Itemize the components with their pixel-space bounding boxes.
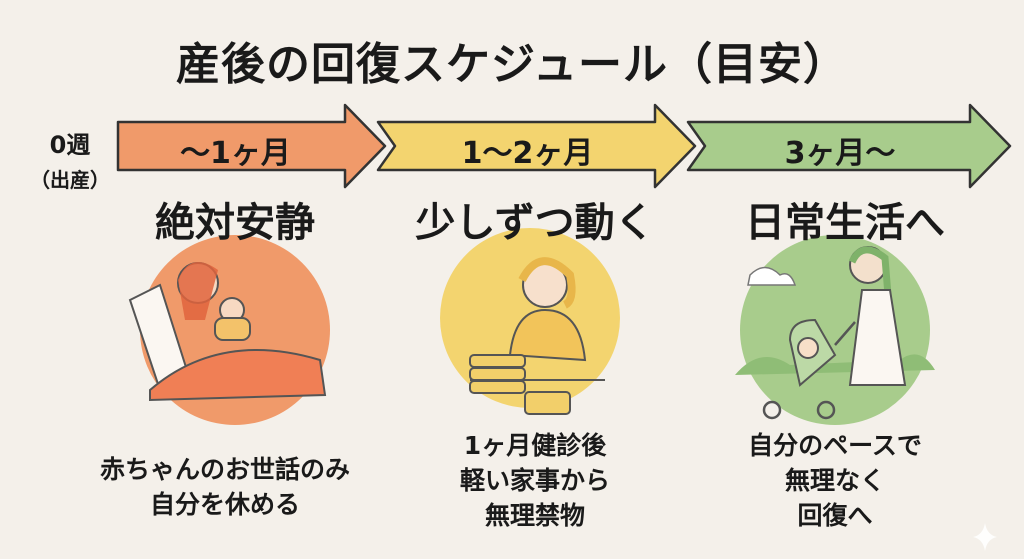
- desc-line: 自分を休める: [149, 490, 300, 519]
- desc-line: 回復へ: [797, 501, 873, 530]
- stroller-walk-illustration: [735, 235, 935, 425]
- page-title: 産後の回復スケジュール（目安）: [176, 39, 848, 90]
- desc-line: 軽い家事から: [459, 466, 610, 495]
- start-week: 0週: [49, 131, 91, 159]
- stage-3-description: 自分のペースで 無理なく 回復へ: [700, 428, 970, 533]
- stage-1-phase: 絶対安静: [155, 200, 315, 246]
- start-marker: 0週 （出産）: [20, 125, 120, 193]
- desc-line: 自分のペースで: [748, 431, 922, 460]
- stage-2-period: 1〜2ヶ月: [461, 136, 594, 171]
- timeline-arrow-1: [116, 103, 387, 189]
- stage-3-phase: 日常生活へ: [745, 200, 945, 246]
- stage-2-phase: 少しずつ動く: [415, 200, 655, 246]
- desc-line: 赤ちゃんのお世話のみ: [99, 455, 350, 484]
- light-housework-illustration: [440, 228, 620, 415]
- stage-2-description: 1ヶ月健診後 軽い家事から 無理禁物: [400, 428, 670, 533]
- resting-mother-illustration: [128, 235, 330, 425]
- desc-line: 無理禁物: [484, 501, 585, 530]
- sparkle-icon: [973, 523, 997, 551]
- stage-3-period: 3ヶ月〜: [784, 136, 896, 171]
- stage-1-description: 赤ちゃんのお世話のみ 自分を休める: [40, 452, 410, 522]
- start-birth: （出産）: [30, 168, 110, 192]
- desc-line: 無理なく: [784, 466, 885, 495]
- timeline-arrow-2: [376, 103, 697, 189]
- stage-1-period: 〜1ヶ月: [180, 136, 291, 171]
- timeline-arrow-3: [686, 103, 1012, 189]
- desc-line: 1ヶ月健診後: [463, 431, 607, 460]
